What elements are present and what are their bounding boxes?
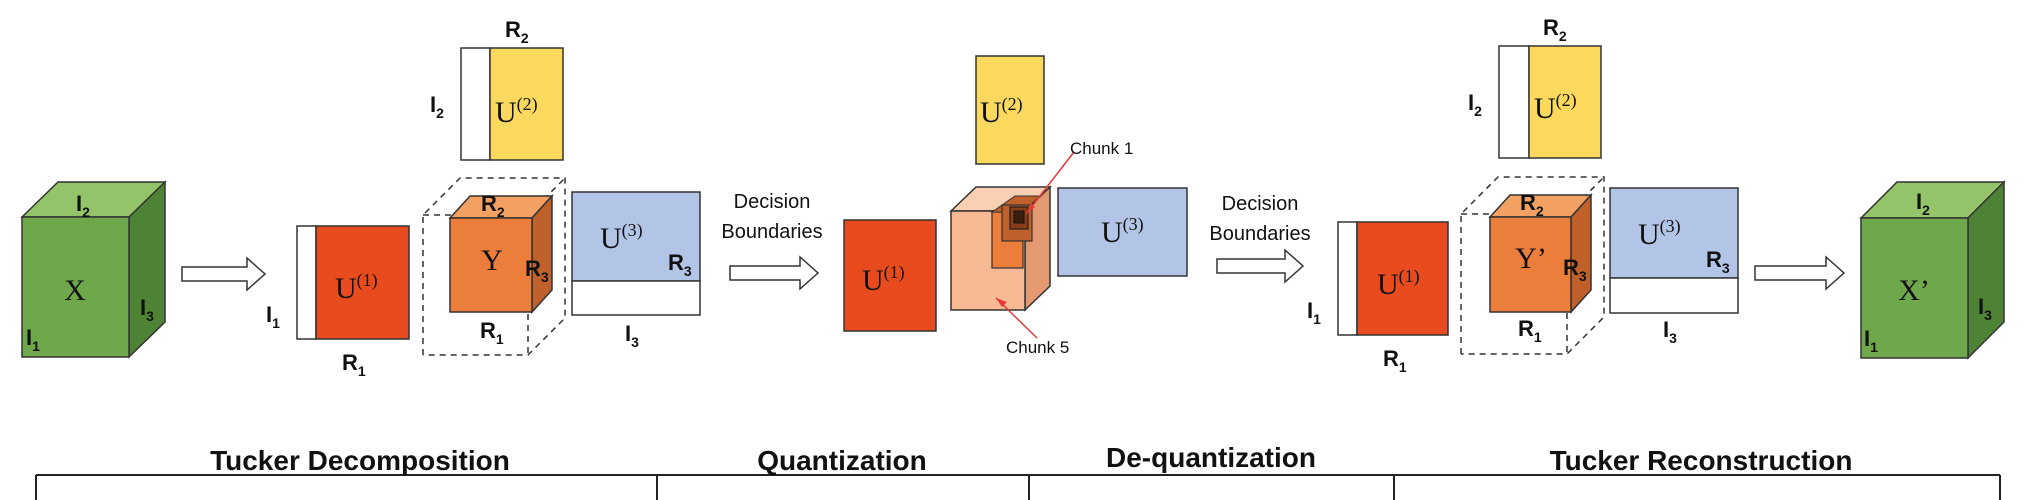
chunk-5-label: Chunk 5 <box>1006 338 1069 357</box>
stage-dequantization: De-quantization <box>1106 442 1316 473</box>
u1-block <box>315 225 410 340</box>
u2-recon-label: U(2) <box>1534 90 1577 125</box>
x-i3-label: I3 <box>140 295 154 324</box>
x-prime-cube-front <box>1860 217 1969 359</box>
arrow-reconstruct <box>1754 255 1846 291</box>
u2-matrix-reconstruction: U(2) I2 R2 <box>1468 15 1602 159</box>
arrow-dequantize <box>1216 248 1305 284</box>
x-i2-label: I2 <box>76 191 90 220</box>
u1-quantized-label: U(1) <box>862 262 905 297</box>
chunk-5-pointer-head <box>996 298 1007 307</box>
x-prime-label: X’ <box>1898 274 1930 307</box>
arrow-decompose <box>181 256 267 292</box>
u2-recon-r2-label: R2 <box>1543 15 1567 44</box>
y-prime-cube-front <box>1489 216 1572 313</box>
u1-recon-block <box>1356 221 1449 336</box>
x-prime-i3-label: I3 <box>1978 294 1992 323</box>
stage-tucker-decomposition: Tucker Decomposition <box>210 445 510 476</box>
u1-label: U(1) <box>335 270 378 305</box>
u3-r3-label: R3 <box>668 250 692 279</box>
u1-recon-r1-label: R1 <box>1383 346 1407 375</box>
u1-recon-padding-block <box>1337 221 1358 336</box>
u3-padding-block <box>571 280 701 316</box>
chunk-1-label: Chunk 1 <box>1070 139 1133 158</box>
x-cube-front <box>21 216 130 358</box>
core-tensor-y: Y R2 R3 R1 <box>422 177 566 356</box>
y-prime-r3-label: R3 <box>1563 255 1587 284</box>
x-prime-i1-label: I1 <box>1864 326 1878 355</box>
u2-recon-padding-block <box>1498 45 1530 159</box>
core-tensor-y-prime: Y’ R2 R3 R1 <box>1460 176 1605 355</box>
u3-recon-r3-label: R3 <box>1706 247 1730 276</box>
stage-tucker-reconstruction: Tucker Reconstruction <box>1550 445 1853 476</box>
u3-recon-padding-block <box>1609 277 1739 314</box>
u2-matrix-quantized: U(2) <box>975 55 1045 165</box>
x-prime-i2-label: I2 <box>1916 189 1930 218</box>
u3-i3-label: I3 <box>625 321 639 350</box>
decision-boundaries-1-line2: Boundaries <box>721 221 822 243</box>
u1-matrix-decomposition: U(1) I1 R1 <box>266 225 410 379</box>
y-prime-label: Y’ <box>1515 242 1547 275</box>
decision-boundaries-1-line1: Decision <box>734 191 811 213</box>
u3-recon-label: U(3) <box>1638 216 1681 251</box>
u1-recon-label: U(1) <box>1377 266 1420 301</box>
decision-boundaries-2-line2: Boundaries <box>1209 223 1310 245</box>
y-prime-r1-label: R1 <box>1518 316 1542 345</box>
chunked-core-tensor: Chunk 1 Chunk 5 <box>949 139 1133 357</box>
x-i1-label: I1 <box>26 325 40 354</box>
y-cube-front <box>449 217 533 313</box>
input-tensor-x: X I2 I3 I1 <box>20 180 167 359</box>
u3-quantized-block <box>1057 187 1188 277</box>
chunk-1-block <box>1013 210 1025 224</box>
u1-recon-i1-label: I1 <box>1307 298 1321 327</box>
u3-matrix-quantized: U(3) <box>1057 187 1188 277</box>
y-label: Y <box>481 244 503 277</box>
u2-padding-block <box>460 47 491 161</box>
stage-quantization: Quantization <box>757 445 927 476</box>
u3-matrix-reconstruction: U(3) R3 I3 <box>1609 187 1739 346</box>
chunk-1-pointer-head <box>1026 203 1035 214</box>
u2-quantized-block <box>975 55 1045 165</box>
decision-boundaries-2-line1: Decision <box>1222 193 1299 215</box>
u1-padding-block <box>296 225 317 340</box>
u2-matrix-decomposition: U(2) I2 R2 <box>430 17 564 161</box>
u3-block <box>571 191 701 282</box>
u2-r2-label: R2 <box>505 17 529 46</box>
u1-quantized-block <box>843 219 937 332</box>
u3-label: U(3) <box>600 220 643 255</box>
x-label: X <box>64 274 86 307</box>
u1-i1-label: I1 <box>266 302 280 331</box>
u2-quantized-label: U(2) <box>980 94 1023 129</box>
u1-matrix-quantized: U(1) <box>843 219 937 332</box>
u2-recon-i2-label: I2 <box>1468 90 1482 119</box>
y-r1-label: R1 <box>480 318 504 347</box>
u3-quantized-label: U(3) <box>1101 214 1144 249</box>
u3-recon-i3-label: I3 <box>1663 317 1677 346</box>
u2-label: U(2) <box>495 94 538 129</box>
stage-timeline <box>35 474 2001 500</box>
arrow-quantize <box>729 255 820 291</box>
output-tensor-x-prime: X’ I2 I3 I1 <box>1859 180 2006 360</box>
y-r3-label: R3 <box>525 256 549 285</box>
y-r2-label: R2 <box>481 191 505 220</box>
y-prime-r2-label: R2 <box>1520 190 1544 219</box>
u3-matrix-decomposition: U(3) R3 I3 <box>571 191 701 350</box>
u2-i2-label: I2 <box>430 92 444 121</box>
u2-recon-block <box>1528 45 1602 159</box>
chunk-1-pointer <box>1025 151 1075 215</box>
u1-r1-label: R1 <box>342 350 366 379</box>
u1-matrix-reconstruction: U(1) I1 R1 <box>1307 221 1449 375</box>
u2-block <box>489 47 564 161</box>
